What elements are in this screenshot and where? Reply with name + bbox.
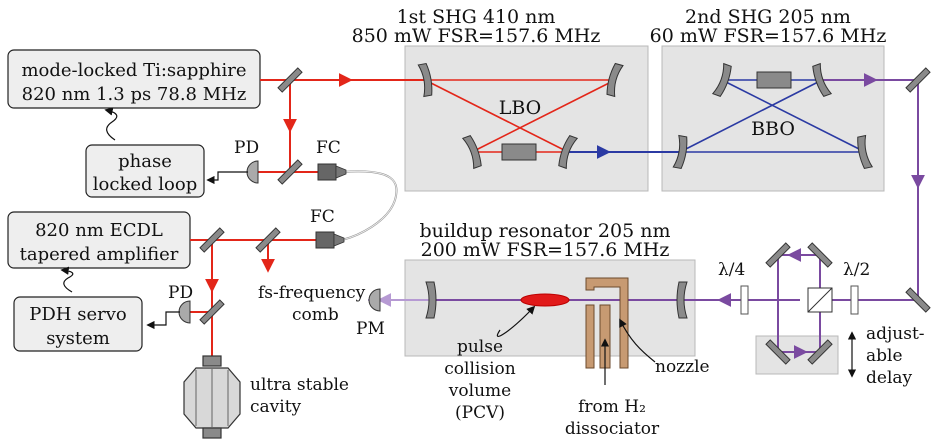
pdh-line1: PDH servo xyxy=(29,304,126,325)
mirror-delay-3 xyxy=(765,339,791,365)
bbo-bowtie-beam xyxy=(679,79,866,153)
shg1-mirror-curved-1 xyxy=(606,62,624,98)
shg1-subtitle: 850 mW FSR=157.6 MHz xyxy=(352,25,601,47)
power-meter xyxy=(368,288,381,312)
shg2-mirror-curved-2 xyxy=(711,62,732,98)
pm-label: PM xyxy=(356,319,385,339)
shg1-panel xyxy=(404,45,649,192)
mirror-delay-2 xyxy=(807,242,833,268)
pdh-box xyxy=(13,296,143,352)
ultra-stable-cavity xyxy=(183,355,241,439)
pll-line2: locked loop xyxy=(93,174,197,195)
beamsplitter-ecdl xyxy=(199,227,225,253)
ecdl-line1: 820 nm ECDL xyxy=(35,220,163,241)
optical-fiber xyxy=(341,170,398,241)
fs-comb-line1: fs-frequency xyxy=(258,283,366,303)
delay-line3: delay xyxy=(866,368,913,388)
pcv-line4: (PCV) xyxy=(455,403,505,423)
photodiode-top xyxy=(246,160,259,184)
pcv-line2: collision xyxy=(444,359,515,379)
ti-sapphire-line2: 820 nm 1.3 ps 78.8 MHz xyxy=(22,84,247,105)
bbo-label: BBO xyxy=(751,118,795,140)
shg2-mirror-in xyxy=(672,134,688,170)
beamsplitter-pdh xyxy=(199,299,225,325)
quarter-waveplate xyxy=(740,285,749,315)
shg2-mirror-out xyxy=(812,62,833,98)
half-waveplate xyxy=(850,285,859,315)
violet-beam-paths xyxy=(430,73,925,359)
polarizing-beam-splitter-cube xyxy=(807,287,833,313)
h2-line2: dissociator xyxy=(565,419,660,439)
cavity-line1: ultra stable xyxy=(250,375,349,395)
delay-line1: adjust- xyxy=(866,324,925,344)
fc-bottom-label: FC xyxy=(310,207,335,227)
lbo-crystal xyxy=(501,143,537,161)
buildup-title: buildup resonator 205 nm xyxy=(420,220,671,242)
pd-top-label: PD xyxy=(234,138,259,158)
beamsplitter-pll xyxy=(277,159,303,185)
mirror-delay-1 xyxy=(765,242,791,268)
h2-line1: from H₂ xyxy=(578,397,646,417)
pcv-line1: pulse xyxy=(457,337,503,357)
buildup-subtitle: 200 mW FSR=157.6 MHz xyxy=(421,239,670,261)
pcv-ellipse xyxy=(520,293,570,307)
shg1-mirror-out xyxy=(558,134,579,170)
mirror-flat-uv-1 xyxy=(905,67,931,93)
shg2-mirror-curved-1 xyxy=(857,134,874,170)
photodiode-bottom xyxy=(178,300,191,324)
pdh-line2: system xyxy=(46,328,110,349)
lbo-bowtie-beam xyxy=(424,79,616,153)
pcv-line3: volume xyxy=(448,381,511,401)
lbo-label: LBO xyxy=(499,97,542,119)
mirror-flat-uv-2 xyxy=(905,287,931,313)
optical-fiber-inner xyxy=(341,170,397,241)
pll-line1: phase xyxy=(118,151,172,172)
beamsplitter-comb xyxy=(255,227,281,253)
signal-arrows xyxy=(60,107,857,385)
quarter-wave-label: λ/4 xyxy=(718,260,745,280)
pd-bottom-label: PD xyxy=(168,283,193,303)
delay-line2: able xyxy=(866,346,903,366)
shg1-mirror-curved-2 xyxy=(461,134,482,170)
fs-comb-line2: comb xyxy=(292,305,339,325)
cavity-line2: cavity xyxy=(250,397,302,417)
buildup-mirror-left xyxy=(425,281,437,319)
mirror-flat-1 xyxy=(277,67,303,93)
shg2-panel xyxy=(661,45,885,192)
ti-sapphire-line1: mode-locked Ti:sapphire xyxy=(21,60,246,81)
bbo-crystal xyxy=(756,71,792,89)
mirror-delay-4 xyxy=(807,339,833,365)
shg1-mirror-in xyxy=(417,62,433,98)
nozzle-label: nozzle xyxy=(655,357,710,377)
half-wave-label: λ/2 xyxy=(843,260,870,280)
buildup-panel xyxy=(404,259,696,357)
buildup-mirror-right xyxy=(676,281,688,319)
shg1-title: 1st SHG 410 nm xyxy=(397,6,556,28)
ecdl-line2: tapered amplifier xyxy=(20,244,179,265)
fiber-coupler-bottom xyxy=(315,231,345,249)
shg2-subtitle: 60 mW FSR=157.6 MHz xyxy=(650,25,887,47)
shg2-title: 2nd SHG 205 nm xyxy=(685,6,851,28)
fiber-coupler-top xyxy=(317,163,347,181)
pll-box xyxy=(85,144,205,198)
fc-top-label: FC xyxy=(316,138,341,158)
